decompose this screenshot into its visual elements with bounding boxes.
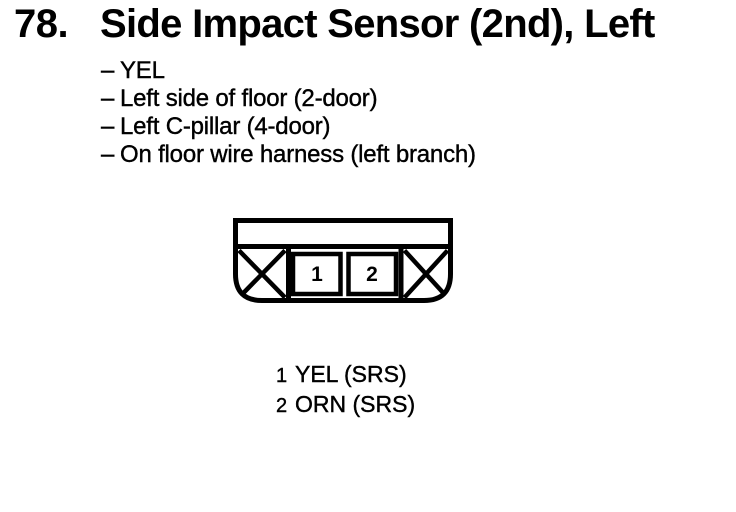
item-number: 78. [14,2,69,46]
dash-bullet: – [101,113,115,140]
detail-item: –On floor wire harness (left branch) [101,141,476,169]
pin-legend-row: 1 YEL (SRS) [276,360,415,390]
page-title: Side Impact Sensor (2nd), Left [100,2,655,46]
connector-diagram: 1 2 [233,218,453,303]
detail-text: Left side of floor (2-door) [120,85,378,112]
dash-bullet: – [101,57,115,84]
cavity-2-cell [346,251,399,297]
connector-outline [233,218,453,303]
pin-legend: 1 YEL (SRS) 2 ORN (SRS) [276,360,416,420]
dash-bullet: – [101,141,115,168]
detail-text: YEL [120,57,165,84]
cavity-1-number: 1 [311,263,323,286]
detail-list: –YEL –Left side of floor (2-door) –Left … [101,57,476,169]
pin-legend-row: 2 ORN (SRS) [276,390,416,420]
blocked-cavity-x-icon [402,248,450,300]
pin-number: 2 [276,395,288,417]
pin-label: ORN (SRS) [295,391,416,417]
detail-item: –Left C-pillar (4-door) [101,113,476,141]
dash-bullet: – [101,85,115,112]
cavity-2-number: 2 [366,263,378,286]
blocked-cavity-x-icon [237,248,287,300]
detail-text: Left C-pillar (4-door) [120,113,331,140]
detail-item: –YEL [101,57,476,85]
cavity-1-cell [290,251,343,297]
detail-item: –Left side of floor (2-door) [101,85,476,113]
pin-number: 1 [276,365,288,387]
pin-label: YEL (SRS) [295,361,407,387]
detail-text: On floor wire harness (left branch) [120,141,476,168]
